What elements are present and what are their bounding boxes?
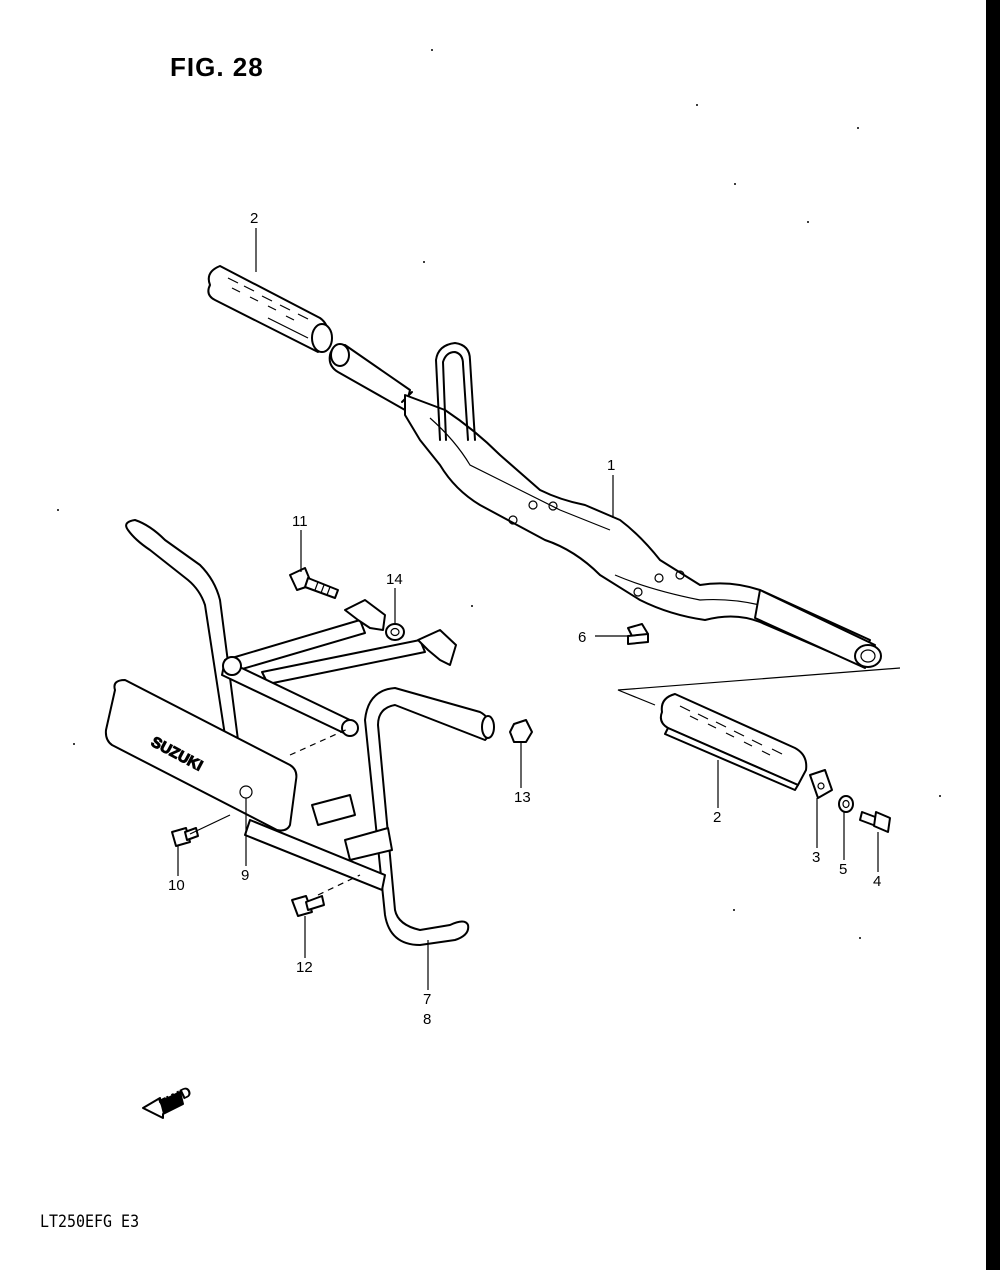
part-nut-13 xyxy=(509,719,533,743)
callout-12: 12 xyxy=(296,959,313,976)
callout-11: 11 xyxy=(292,513,308,530)
fwd-arrow-text: FWD xyxy=(156,1083,194,1113)
callout-1: 1 xyxy=(607,457,615,474)
guide-dash-2 xyxy=(317,874,361,896)
callout-3: 3 xyxy=(812,849,820,866)
part-footrest-bar xyxy=(328,342,882,669)
callout-8: 8 xyxy=(423,1011,431,1028)
scan-specks xyxy=(57,49,941,939)
guide-line-right xyxy=(617,667,901,706)
part-nut-14 xyxy=(385,623,405,641)
callout-7: 7 xyxy=(423,991,431,1008)
part-washer xyxy=(838,795,854,813)
callout-2-lower: 2 xyxy=(713,809,721,826)
callout-4: 4 xyxy=(873,873,881,890)
callout-2-upper: 2 xyxy=(250,210,258,227)
callout-5: 5 xyxy=(839,861,847,878)
part-guard-frame xyxy=(125,519,495,946)
part-footrest-rubber-upper xyxy=(207,265,333,353)
part-bolt-12 xyxy=(291,895,325,917)
part-screw-10 xyxy=(171,827,199,847)
model-code: LT250EFG E3 xyxy=(40,1212,140,1232)
guide-dash-1 xyxy=(289,727,351,756)
callout-6: 6 xyxy=(578,629,586,646)
part-bolt-4 xyxy=(859,811,891,833)
part-nut-6 xyxy=(627,623,649,645)
callout-9: 9 xyxy=(241,867,249,884)
callout-13: 13 xyxy=(514,789,531,806)
part-plate xyxy=(809,769,833,799)
fwd-arrow-icon: FWD xyxy=(142,1083,195,1119)
leader-lines xyxy=(177,228,879,990)
scan-edge-bar xyxy=(986,0,1000,1270)
callout-10: 10 xyxy=(168,877,185,894)
callout-labels: 1 2 2 3 4 5 6 7 8 9 10 11 12 13 14 xyxy=(168,210,881,1028)
part-bolt-11 xyxy=(289,567,339,599)
part-brand-plate: SUZUKI xyxy=(104,679,298,832)
part-footrest-rubber-lower xyxy=(659,693,808,791)
figure-title: FIG. 28 xyxy=(170,52,264,82)
callout-14: 14 xyxy=(386,571,403,588)
